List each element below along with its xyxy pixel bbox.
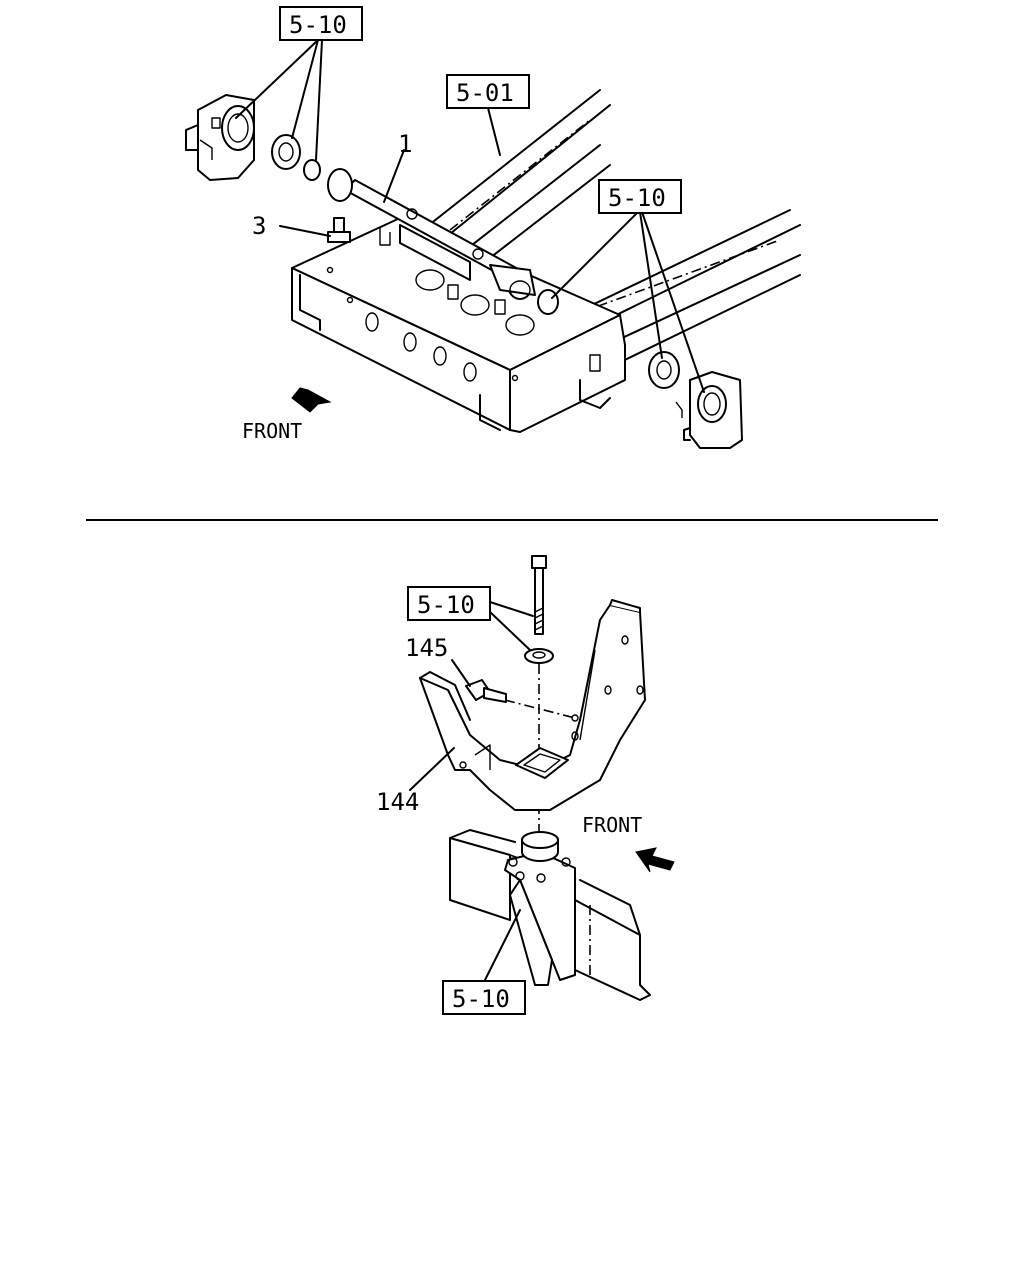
part-number-144: 144 (376, 788, 419, 816)
ref-box-frame: 5-01 (446, 74, 530, 109)
front-arrow-bottom-icon (635, 847, 675, 873)
ref-box-top-left: 5-10 (279, 6, 363, 41)
ref-label-bolt: 5-10 (417, 591, 475, 619)
leader-lines-bottom (409, 601, 534, 983)
shaft-part-1 (327, 168, 536, 300)
left-bushing-assembly (185, 94, 321, 181)
ref-label-top-left: 5-10 (289, 11, 347, 39)
part-number-145: 145 (405, 634, 448, 662)
ref-box-top-right: 5-10 (598, 179, 682, 214)
ref-label-frame: 5-01 (456, 79, 514, 107)
ref-box-bracket: 5-10 (442, 980, 526, 1015)
top-illustration: 5-10 5-01 5-10 1 3 FRONT (185, 6, 801, 449)
ref-box-bolt: 5-10 (407, 586, 491, 621)
mount-bracket-part-144 (419, 599, 646, 811)
bolt-part-3 (327, 217, 351, 243)
front-arrow-top-icon (291, 387, 332, 413)
front-label-bottom: FRONT (582, 813, 642, 837)
frame-mount-bracket (504, 831, 576, 986)
leader-lines-top (235, 39, 705, 393)
front-label-top: FRONT (242, 419, 302, 443)
vertical-bolt (524, 555, 554, 845)
part-number-3: 3 (252, 212, 266, 240)
bottom-illustration: 5-10 145 144 FRONT 5-10 (376, 555, 675, 1015)
ref-label-bracket: 5-10 (452, 985, 510, 1013)
part-number-1: 1 (398, 130, 412, 158)
ref-label-top-right: 5-10 (608, 184, 666, 212)
bolt-part-145 (465, 679, 507, 703)
cross-member (291, 217, 626, 433)
